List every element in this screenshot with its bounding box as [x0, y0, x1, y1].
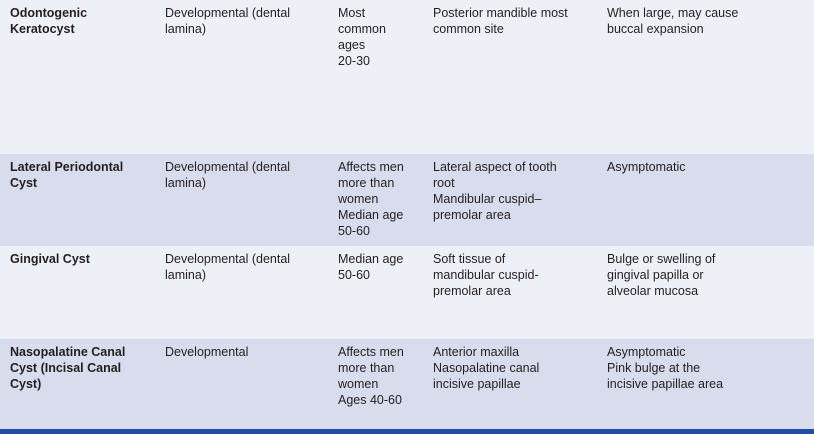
- location-text: mandibular cuspid-: [433, 268, 539, 282]
- demographics-text: common: [338, 22, 386, 36]
- demographics-text: Ages 40-60: [338, 393, 402, 407]
- location-text: premolar area: [433, 208, 511, 222]
- features-text: buccal expansion: [607, 22, 704, 36]
- demographics-cell: Median age 50-60: [338, 251, 422, 283]
- features-text: Bulge or swelling of: [607, 252, 716, 266]
- features-text: Asymptomatic: [607, 345, 686, 359]
- demographics-cell: Affects men more than women Ages 40-60: [338, 344, 422, 408]
- cyst-name-text: Odontogenic: [10, 6, 88, 20]
- features-text: alveolar mucosa: [607, 284, 699, 298]
- demographics-text: 20-30: [338, 54, 370, 68]
- origin-text: Developmental: [165, 345, 249, 359]
- demographics-text: Affects men: [338, 345, 404, 359]
- demographics-cell: Most common ages 20-30: [338, 5, 422, 69]
- demographics-cell: Affects men more than women Median age 5…: [338, 159, 422, 239]
- cyst-name-text: Gingival Cyst: [10, 252, 90, 266]
- features-cell: Bulge or swelling of gingival papilla or…: [607, 251, 807, 299]
- demographics-text: more than: [338, 361, 395, 375]
- features-cell: Asymptomatic: [607, 159, 807, 175]
- cyst-name-text: Cyst: [10, 176, 38, 190]
- location-text: Mandibular cuspid–: [433, 192, 542, 206]
- demographics-text: women: [338, 377, 379, 391]
- location-text: Posterior mandible most: [433, 6, 568, 20]
- cyst-name-text: Nasopalatine Canal: [10, 345, 126, 359]
- table-bottom-rule: [0, 429, 814, 434]
- demographics-text: Most: [338, 6, 366, 20]
- features-cell: When large, may cause buccal expansion: [607, 5, 807, 37]
- location-text: Nasopalatine canal: [433, 361, 540, 375]
- origin-text: Developmental (dental: [165, 160, 291, 174]
- table-row: Lateral Periodontal Cyst Developmental (…: [0, 154, 814, 246]
- origin-text: lamina): [165, 22, 206, 36]
- cyst-name-cell: Gingival Cyst: [10, 251, 150, 267]
- location-text: Anterior maxilla: [433, 345, 520, 359]
- location-text: Lateral aspect of tooth: [433, 160, 557, 174]
- origin-text: lamina): [165, 268, 206, 282]
- origin-cell: Developmental (dental lamina): [165, 159, 325, 191]
- features-text: gingival papilla or: [607, 268, 704, 282]
- demographics-text: Median age: [338, 252, 404, 266]
- location-text: root: [433, 176, 455, 190]
- cyst-name-cell: Nasopalatine Canal Cyst (Incisal Canal C…: [10, 344, 150, 392]
- demographics-text: ages: [338, 38, 366, 52]
- demographics-text: more than: [338, 176, 395, 190]
- features-text: When large, may cause: [607, 6, 739, 20]
- cyst-name-cell: Lateral Periodontal Cyst: [10, 159, 150, 191]
- demographics-text: 50-60: [338, 268, 370, 282]
- cyst-name-text: Cyst): [10, 377, 42, 391]
- location-text: common site: [433, 22, 504, 36]
- table-row: Odontogenic Keratocyst Developmental (de…: [0, 0, 814, 154]
- origin-cell: Developmental (dental lamina): [165, 251, 325, 283]
- location-text: incisive papillae: [433, 377, 521, 391]
- origin-text: Developmental (dental: [165, 6, 291, 20]
- location-cell: Lateral aspect of tooth root Mandibular …: [433, 159, 595, 223]
- location-cell: Anterior maxilla Nasopalatine canal inci…: [433, 344, 595, 392]
- features-text: incisive papillae area: [607, 377, 724, 391]
- cyst-name-text: Cyst (Incisal Canal: [10, 361, 122, 375]
- origin-cell: Developmental (dental lamina): [165, 5, 325, 37]
- demographics-text: women: [338, 192, 379, 206]
- location-text: premolar area: [433, 284, 511, 298]
- features-text: Asymptomatic: [607, 160, 686, 174]
- demographics-text: 50-60: [338, 224, 370, 238]
- cyst-name-text: Keratocyst: [10, 22, 75, 36]
- demographics-text: Affects men: [338, 160, 404, 174]
- table-row: Nasopalatine Canal Cyst (Incisal Canal C…: [0, 339, 814, 429]
- origin-text: lamina): [165, 176, 206, 190]
- location-text: Soft tissue of: [433, 252, 506, 266]
- cyst-name-text: Lateral Periodontal: [10, 160, 124, 174]
- location-cell: Posterior mandible most common site: [433, 5, 595, 37]
- features-cell: Asymptomatic Pink bulge at the incisive …: [607, 344, 807, 392]
- origin-text: Developmental (dental: [165, 252, 291, 266]
- origin-cell: Developmental: [165, 344, 325, 360]
- features-text: Pink bulge at the: [607, 361, 701, 375]
- table-row: Gingival Cyst Developmental (dental lami…: [0, 246, 814, 339]
- cyst-name-cell: Odontogenic Keratocyst: [10, 5, 150, 37]
- location-cell: Soft tissue of mandibular cuspid- premol…: [433, 251, 595, 299]
- demographics-text: Median age: [338, 208, 404, 222]
